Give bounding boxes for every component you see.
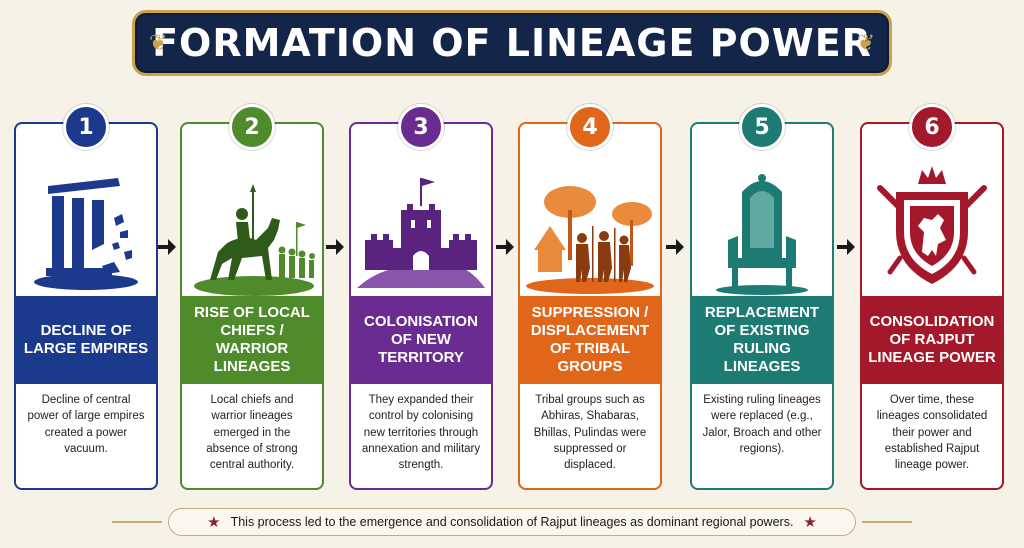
footer-note: ★ This process led to the emergence and … [168,508,856,536]
step-card-2: 2 RISE OF LOCAL CHIEFS / WARRIOR LINEAGE… [180,104,324,490]
step-heading-3: COLONISATION OF NEW TERRITORY [351,296,491,384]
step-number-1: 1 [63,104,109,150]
title-banner: ❦ FORMATION OF LINEAGE POWER ❦ [132,10,892,76]
arrow-right-icon [326,239,344,255]
star-icon: ★ [803,514,817,531]
step-number-4: 4 [567,104,613,150]
step-card-6: 6 CONSOLIDATION OF RAJPUT LINEAGE POWER … [860,104,1004,490]
flourish-right-icon: ❦ [856,30,875,55]
step-text-4: Tribal groups such as Abhiras, Shabaras,… [533,394,647,472]
broken-pillars-icon [34,178,138,290]
footer-divider-left [112,521,162,523]
page-title: FORMATION OF LINEAGE POWER [152,21,872,65]
castle-icon [357,178,485,288]
step-heading-1: DECLINE OF LARGE EMPIRES [16,296,156,384]
step-card-5: 5 REPLACEMENT OF EXISTING RULING LINEAGE… [690,104,834,490]
horse-rider-icon [194,184,315,296]
step-text-3: They expanded their control by colonisin… [361,394,481,472]
tribal-people-icon [526,186,654,294]
crest-shield-icon [877,166,987,284]
throne-icon [716,174,808,295]
step-heading-2: RISE OF LOCAL CHIEFS / WARRIOR LINEAGES [182,296,322,384]
step-number-3: 3 [398,104,444,150]
step-text-5: Existing ruling lineages were replaced (… [702,394,822,455]
step-text-2: Local chiefs and warrior lineages emerge… [206,394,298,472]
step-text-1: Decline of central power of large empire… [27,394,145,455]
step-heading-4: SUPPRESSION / DISPLACEMENT OF TRIBAL GRO… [520,296,660,384]
footer-text: This process led to the emergence and co… [230,515,794,529]
step-card-1: 1 DECLINE OF LARGE EMPIRES Decline of ce… [14,104,158,490]
step-number-2: 2 [229,104,275,150]
step-text-6: Over time, these lineages consolidated t… [876,394,988,472]
star-icon: ★ [207,514,221,531]
arrow-right-icon [666,239,684,255]
arrow-right-icon [158,239,176,255]
step-heading-5: REPLACEMENT OF EXISTING RULING LINEAGES [692,296,832,384]
step-card-4: 4 SUPPRESSION / DISPLACEMENT OF TRIBAL G… [518,104,662,490]
step-number-6: 6 [909,104,955,150]
flourish-left-icon: ❦ [149,30,168,55]
step-card-3: 3 COLONISATION OF NEW TERRITORY They exp… [349,104,493,490]
footer-divider-right [862,521,912,523]
step-number-5: 5 [739,104,785,150]
arrow-right-icon [496,239,514,255]
step-heading-6: CONSOLIDATION OF RAJPUT LINEAGE POWER [862,296,1002,384]
arrow-right-icon [837,239,855,255]
